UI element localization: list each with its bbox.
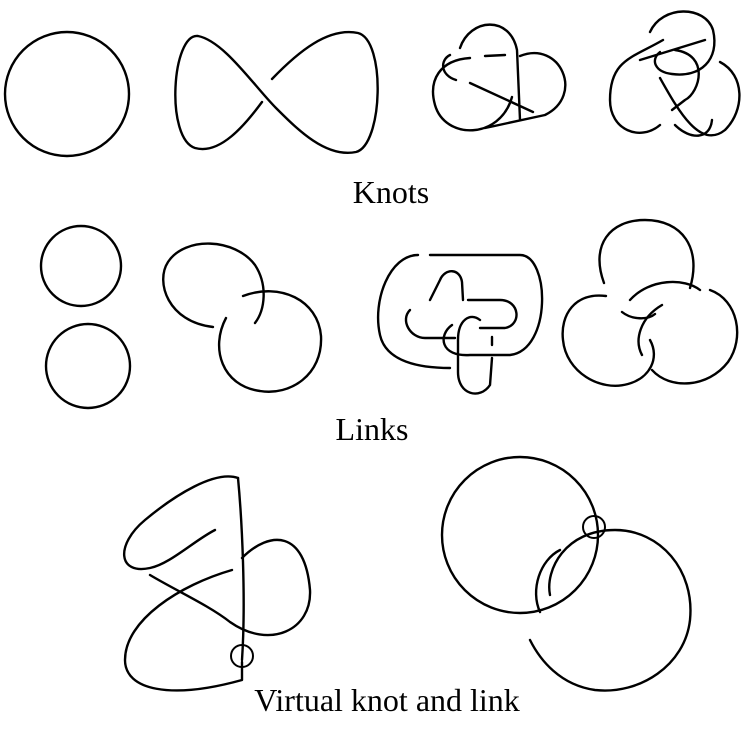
virtual-link-component-2-a — [528, 528, 692, 692]
figure-eight-arc-5 — [673, 118, 714, 137]
link3-component-1-outer — [428, 253, 544, 357]
link3-component-1-hook — [428, 270, 465, 302]
links-row: Links — [39, 218, 739, 447]
virtual-crossing-marker-link — [582, 515, 606, 539]
borromean-ring-right-a — [650, 288, 739, 385]
unlink-component-1 — [39, 224, 123, 308]
link3-component-1-left — [376, 253, 452, 370]
trefoil-arc-6 — [442, 53, 458, 82]
link3-inner-loop — [466, 298, 518, 330]
unknot — [3, 30, 131, 158]
caption-knots: Knots — [353, 174, 429, 210]
hopf-link — [162, 242, 323, 393]
virtual-hopf-link — [440, 455, 692, 692]
borromean-ring-right-b — [637, 303, 664, 357]
virtual-link-component-2-b — [534, 548, 562, 614]
trefoil-knot — [431, 23, 567, 132]
whitehead-style-link — [376, 253, 544, 395]
virtual-row: Virtual knot and link — [122, 455, 692, 718]
figure-eight-arc-3 — [608, 38, 665, 134]
virtual-trefoil — [122, 475, 312, 692]
virtual-trefoil-arc-3 — [148, 538, 312, 637]
figure-eight-knot — [608, 10, 741, 137]
link3-component-2 — [456, 315, 494, 395]
link3-inner-left — [404, 308, 457, 340]
virtual-trefoil-arc-4 — [123, 568, 244, 692]
trefoil-arc-2 — [483, 52, 567, 130]
unlink-component-2 — [44, 322, 132, 410]
hopf-component-1 — [162, 242, 265, 329]
borromean-ring-left-b — [628, 280, 702, 302]
borromean-ring-top-b — [620, 310, 657, 320]
trefoil-arc-1 — [458, 23, 522, 122]
twisted-unknot-strand — [174, 30, 379, 155]
figure-eight-arc-1 — [648, 10, 716, 76]
virtual-link-component-1 — [440, 455, 600, 615]
borromean-rings — [561, 218, 739, 387]
trefoil-arc-4 — [483, 53, 507, 58]
borromean-ring-left-a — [561, 294, 655, 387]
figure-eight-arc-4 — [658, 60, 741, 137]
trefoil-arc-5 — [468, 81, 535, 114]
caption-links: Links — [336, 411, 409, 447]
unlink — [39, 224, 132, 410]
figure-eight-arc-6 — [638, 38, 707, 62]
figure-eight-arc-2 — [670, 48, 700, 112]
unknot-figure-eight-curve — [174, 30, 379, 155]
virtual-trefoil-arc-2 — [236, 476, 245, 662]
hopf-component-2 — [217, 290, 323, 393]
trefoil-arc-3 — [431, 56, 514, 132]
virtual-crossing-marker-knot — [230, 644, 254, 668]
knots-row: Knots — [3, 10, 741, 210]
virtual-trefoil-arc-1 — [122, 475, 240, 571]
caption-virtual: Virtual knot and link — [254, 682, 520, 718]
borromean-ring-top-a — [598, 218, 695, 290]
